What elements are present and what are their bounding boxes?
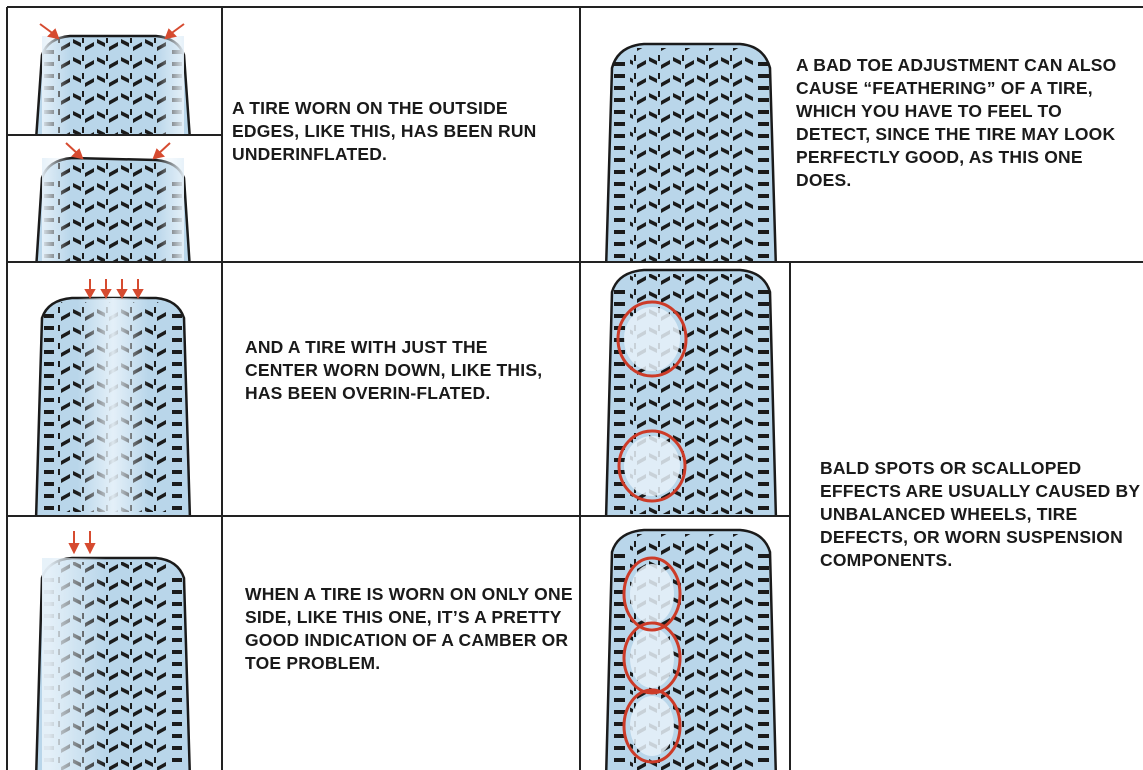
tire-underinflated-bottom: [36, 158, 190, 270]
tire-bald-spots-three: [606, 530, 776, 770]
tire-feathered: [606, 44, 776, 270]
caption-bald-spots: BALD SPOTS OR SCALLOPED EFFECTS ARE USUA…: [820, 457, 1140, 572]
caption-camber-toe: WHEN A TIRE IS WORN ON ONLY ONE SIDE, LI…: [245, 583, 575, 675]
caption-underinflated: A TIRE WORN ON THE OUTSIDE EDGES, LIKE T…: [232, 97, 577, 166]
edge-wear-arrows: [66, 143, 170, 158]
tire-one-side-worn: [36, 558, 190, 770]
tire-overinflated: [36, 298, 190, 520]
side-wear-arrows: [70, 531, 94, 552]
caption-overinflated: AND A TIRE WITH JUST THE CENTER WORN DOW…: [245, 336, 565, 405]
caption-feathering: A BAD TOE ADJUSTMENT CAN ALSO CAUSE “FEA…: [796, 54, 1141, 192]
tire-underinflated-top: [36, 36, 190, 140]
center-wear-arrows: [86, 279, 142, 297]
